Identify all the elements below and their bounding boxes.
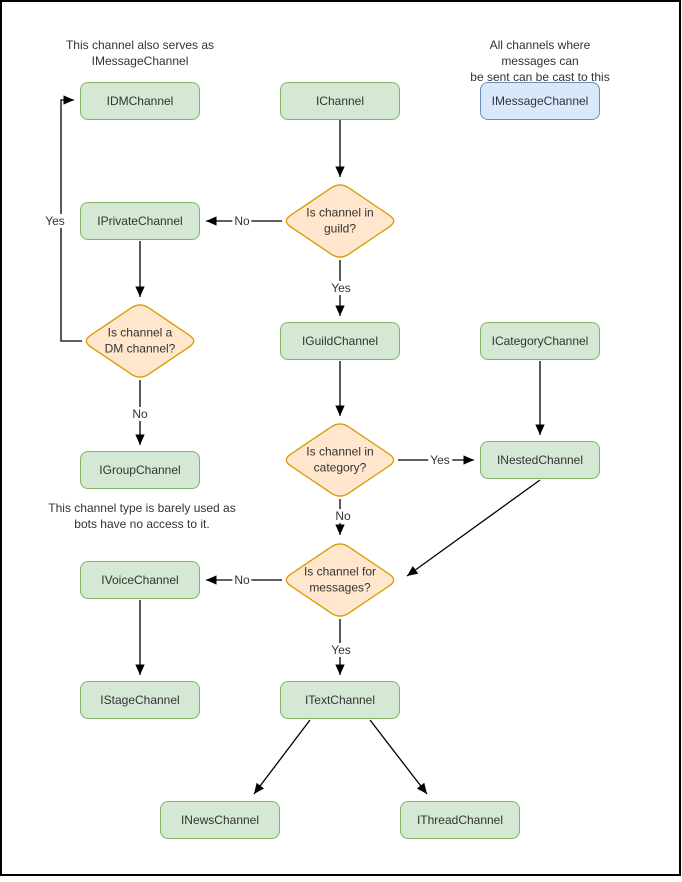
- node-ichannel: IChannel: [280, 82, 400, 120]
- node-iguild-channel: IGuildChannel: [280, 322, 400, 360]
- edge-label-yes-guild-to-guildchannel: Yes: [329, 281, 353, 295]
- node-igroup-channel: IGroupChannel: [80, 451, 200, 489]
- node-ivoice-channel: IVoiceChannel: [80, 561, 200, 599]
- edge-label-no-guild-to-private: No: [232, 214, 252, 228]
- decision-text-is-dm: Is channel a DM channel?: [104, 325, 176, 355]
- edge-label-no-dm-to-group: No: [130, 407, 150, 421]
- edge-label-no-messages-to-voice: No: [232, 573, 252, 587]
- decision-diamond-in-guild: [285, 184, 395, 258]
- decision-diamond-is-dm: [85, 304, 195, 378]
- edge-nested-to-messages-decision: [406, 479, 541, 577]
- decision-text-in-guild: Is channel in guild?: [306, 205, 374, 235]
- decision-diamond-for-messages: [285, 543, 395, 617]
- node-iprivate-channel: IPrivateChannel: [80, 202, 200, 240]
- node-inested-channel: INestedChannel: [480, 441, 600, 479]
- node-imessage-channel: IMessageChannel: [480, 82, 600, 120]
- edge-label-yes-category-to-nested: Yes: [428, 453, 452, 467]
- decision-text-in-category: Is channel in category?: [306, 444, 374, 474]
- node-idm-channel: IDMChannel: [80, 82, 200, 120]
- edge-label-no-category-to-messages: No: [333, 509, 353, 523]
- annotation-dm-note: This channel also serves as IMessageChan…: [65, 38, 215, 69]
- edge-text-to-thread: [369, 719, 428, 795]
- node-inews-channel: INewsChannel: [160, 801, 280, 839]
- node-icategory-channel: ICategoryChannel: [480, 322, 600, 360]
- decision-text-for-messages: Is channel for messages?: [303, 564, 377, 594]
- decision-diamond-in-category: [285, 423, 395, 497]
- edge-label-yes-messages-to-text: Yes: [329, 643, 353, 657]
- node-itext-channel: ITextChannel: [280, 681, 400, 719]
- node-istage-channel: IStageChannel: [80, 681, 200, 719]
- node-ithread-channel: IThreadChannel: [400, 801, 520, 839]
- edge-text-to-news: [253, 719, 311, 795]
- annotation-group-note: This channel type is barely used as bots…: [48, 501, 236, 532]
- edge-label-yes-dm-to-idm: Yes: [43, 214, 67, 228]
